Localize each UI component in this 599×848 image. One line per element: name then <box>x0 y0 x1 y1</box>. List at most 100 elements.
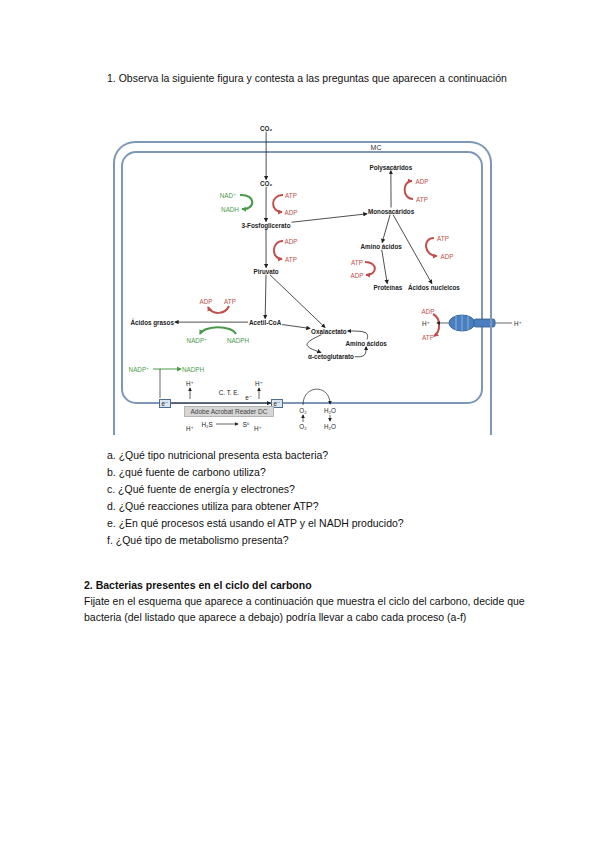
gas-label: O₂ <box>299 423 306 430</box>
proton-pump-arrow <box>259 388 260 399</box>
cofactor-arrow <box>274 241 283 259</box>
metabolite-node: Acetil-CoA <box>248 319 282 326</box>
metabolite-node: Ácidos nucleicos <box>407 284 461 291</box>
node-text: α-cetoglutarato <box>308 353 354 360</box>
cofactor-label: NADP⁺ <box>129 366 150 373</box>
node-text: CO₂ <box>260 180 272 187</box>
flow-arrow <box>266 229 267 268</box>
cell-membrane <box>122 152 482 403</box>
chain-label: C. T. E. <box>219 389 240 396</box>
cofactor-arrow <box>273 195 283 212</box>
question-item: a. ¿Qué tipo nutricional presenta esta b… <box>107 447 581 463</box>
flow-arrow <box>265 275 267 319</box>
node-text: Proteínas <box>374 284 403 291</box>
cofactor-label: ATP <box>285 192 297 199</box>
question-item: c. ¿Qué fuente de energía y electrones? <box>107 481 581 497</box>
metabolite-node: Ácidos grasos <box>130 319 175 326</box>
node-text: 3-Fosfoglicerato <box>242 222 291 229</box>
reduction-arrow <box>153 369 181 370</box>
node-text: Acetil-CoA <box>249 319 281 326</box>
cofactor-label: ATP <box>224 298 236 305</box>
edge-label: e⁻ <box>245 394 252 401</box>
node-text: Ácidos nucleicos <box>408 284 460 291</box>
flow-arrow <box>266 187 267 222</box>
node-text: Amino ácidos <box>346 340 387 347</box>
paragraph-text: Fijate en el esquema que aparece a conti… <box>84 593 529 625</box>
cofactor-arrow <box>405 181 413 199</box>
flow-arrow <box>382 215 390 243</box>
question-item: f. ¿Qué tipo de metabolismo presenta? <box>107 532 581 548</box>
question-item: b. ¿qué fuente de carbono utiliza? <box>107 464 581 480</box>
flow-arrow <box>175 322 248 323</box>
atp-synthase <box>456 316 457 330</box>
metabolite-node: Polysacáridos <box>369 164 414 171</box>
flow-arrow <box>348 331 368 339</box>
gas-label: H₂O <box>324 423 336 430</box>
ion-label: H⁺ <box>186 425 194 432</box>
flow-arrow <box>390 171 391 208</box>
cofactor-label: ADP <box>416 178 429 185</box>
molecule-label: CO₂ <box>259 125 273 132</box>
node-text: Ácidos grasos <box>131 319 174 326</box>
instruction-text: 1. Observa la siguiente figura y contest… <box>107 70 511 86</box>
metabolite-node: α-cetoglutarato <box>307 353 355 360</box>
molecule-label: CO₂ <box>259 180 273 187</box>
cofactor-arrow <box>208 306 229 313</box>
cofactor-arrow <box>426 238 437 256</box>
flow-arrow <box>291 214 367 222</box>
gas-label: H₂O <box>324 407 336 414</box>
cofactor-label: ATP <box>285 256 297 263</box>
node-text: Amino ácidos <box>361 243 402 250</box>
cofactor-label: NADPH <box>227 337 249 344</box>
metabolite-node: Proteínas <box>373 284 404 291</box>
proton-pump-arrow <box>190 388 191 399</box>
diffusion-arrow <box>330 415 331 421</box>
node-text: MC <box>371 144 382 152</box>
ion-label: H⁺ <box>422 320 430 327</box>
flow-arrow <box>355 347 366 357</box>
electron-carrier-box: e⁻ <box>159 399 172 408</box>
watermark-box: Adobe Acrobat Reader DC <box>184 406 275 417</box>
cofactor-label: NADH <box>221 206 239 213</box>
atp-synthase <box>462 315 463 331</box>
cofactor-arrow <box>365 262 375 275</box>
question-item: d. ¿Qué reacciones utiliza para obtener … <box>107 498 581 514</box>
ion-label: H⁺ <box>255 380 263 387</box>
cofactor-label: ATP <box>351 259 363 266</box>
ion-label: H⁺ <box>514 320 522 327</box>
cofactor-arrow <box>240 195 252 209</box>
ion-label: S⁰ <box>243 421 250 428</box>
diffusion-arrow <box>303 415 304 422</box>
ion-label: H⁺ <box>186 380 194 387</box>
oxidation-arrow <box>216 424 238 425</box>
ion-label: H₂S <box>201 421 212 428</box>
node-text: Piruvato <box>254 268 279 275</box>
ion-label: H⁺ <box>254 425 262 432</box>
cofactor-label: ATP <box>416 196 428 203</box>
flow-arrow <box>282 325 310 329</box>
cofactor-label: ADP <box>285 238 298 245</box>
cofactor-label: ADP <box>441 253 454 260</box>
flow-arrow <box>307 335 321 353</box>
metabolite-node: Monosacáridos <box>367 208 415 215</box>
metabolite-node: Amino ácidos <box>345 340 388 347</box>
metabolite-node: 3-Fosfoglicerato <box>241 222 292 229</box>
node-text: Oxalacetato <box>311 328 347 335</box>
node-text: e⁻ <box>274 400 281 407</box>
metabolite-node: Amino ácidos <box>360 243 403 250</box>
cofactor-label: NADP⁺ <box>187 337 208 344</box>
atp-synthase <box>449 315 475 331</box>
cofactor-label: NADPH <box>182 366 204 373</box>
metabolite-node: Oxalacetato <box>310 328 348 335</box>
cofactor-arrow <box>433 314 439 336</box>
cofactor-label: NAD⁺ <box>220 192 237 199</box>
cofactor-label: ADP <box>285 209 298 216</box>
node-text: CO₂ <box>260 125 272 132</box>
flow-arrow <box>171 403 270 404</box>
node-text: Monosacáridos <box>368 208 414 215</box>
node-text: Adobe Acrobat Reader DC <box>191 408 268 415</box>
metabolite-node: Piruvato <box>253 268 280 275</box>
node-text: Polysacáridos <box>370 164 413 171</box>
cofactor-label: ATP <box>422 334 434 341</box>
